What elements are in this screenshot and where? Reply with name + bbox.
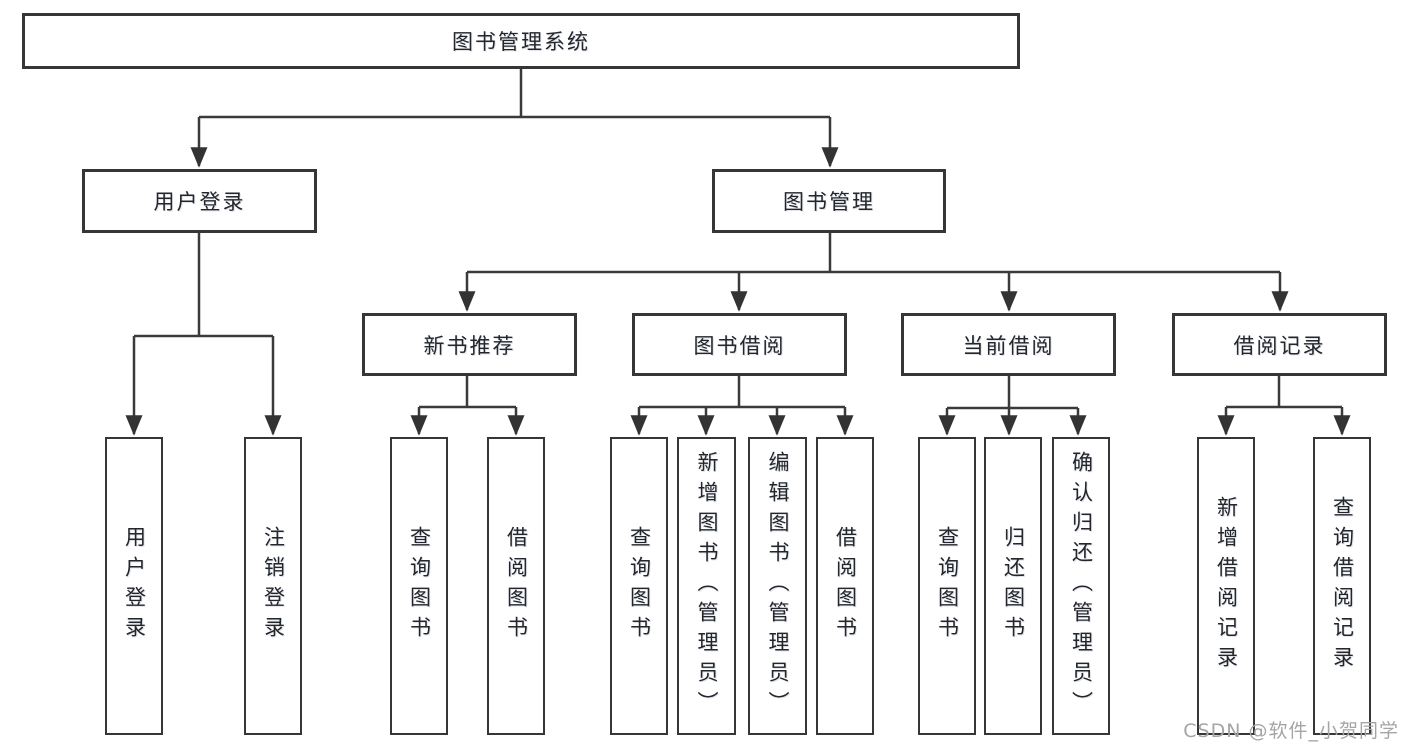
leaf-label: 查询借阅记录 <box>1330 496 1355 676</box>
leaf-label: 归还图书 <box>1001 526 1026 646</box>
leaf-bb-query-books: 查询图书 <box>610 437 668 735</box>
node-label: 用户登录 <box>153 190 246 214</box>
csdn-watermark: CSDN @软件_小贺同学 <box>1183 720 1399 742</box>
leaf-br-add-record: 新增借阅记录 <box>1197 437 1255 735</box>
leaf-label: 借阅图书 <box>504 526 529 646</box>
connector-user-login-branch <box>134 233 273 338</box>
node-new-book-recommend: 新书推荐 <box>362 313 577 376</box>
leaf-label: 查询图书 <box>407 526 432 646</box>
leaf-bb-add-books-admin: 新增图书（管理员） <box>677 437 736 735</box>
node-current-borrow: 当前借阅 <box>901 313 1116 376</box>
leaf-bb-edit-books-admin: 编辑图书（管理员） <box>748 437 807 735</box>
node-label: 图书管理系统 <box>452 30 590 54</box>
node-label: 图书借阅 <box>693 333 786 358</box>
leaf-nb-query-books: 查询图书 <box>390 437 448 735</box>
connector-current-borrow-branch <box>947 376 1078 410</box>
node-label: 图书管理 <box>783 190 875 214</box>
leaf-label: 新增图书（管理员） <box>695 451 719 721</box>
connector-borrow-records-branch <box>1226 376 1342 409</box>
leaf-user-login: 用户登录 <box>105 437 163 735</box>
leaf-label: 注销登录 <box>261 526 286 646</box>
leaf-bb-borrow-books: 借阅图书 <box>816 437 874 735</box>
connector-book-borrow-branch <box>639 376 845 409</box>
node-user-login: 用户登录 <box>82 169 317 233</box>
leaf-label: 编辑图书（管理员） <box>766 451 790 721</box>
leaf-label: 新增借阅记录 <box>1214 496 1239 676</box>
node-borrow-records: 借阅记录 <box>1172 313 1387 376</box>
leaf-cb-return-books: 归还图书 <box>984 437 1042 735</box>
leaf-nb-borrow-books: 借阅图书 <box>487 437 545 735</box>
node-library-management-system: 图书管理系统 <box>22 13 1020 69</box>
connector-new-book-branch <box>419 376 516 409</box>
leaf-label: 用户登录 <box>122 526 147 646</box>
connector-root-branch <box>199 69 830 119</box>
leaf-label: 确认归还（管理员） <box>1069 451 1094 721</box>
node-label: 新书推荐 <box>423 333 516 358</box>
leaf-label: 借阅图书 <box>833 526 858 646</box>
node-book-management: 图书管理 <box>712 169 946 233</box>
node-label: 当前借阅 <box>962 333 1055 358</box>
node-label: 借阅记录 <box>1233 333 1326 358</box>
connector-book-management-branch <box>467 233 1280 274</box>
leaf-label: 查询图书 <box>935 526 960 646</box>
leaf-br-query-record: 查询借阅记录 <box>1313 437 1371 735</box>
node-book-borrow: 图书借阅 <box>632 313 847 376</box>
leaf-label: 查询图书 <box>627 526 652 646</box>
leaf-cb-query-books: 查询图书 <box>918 437 976 735</box>
leaf-logout: 注销登录 <box>244 437 302 735</box>
leaf-cb-confirm-return-admin: 确认归还（管理员） <box>1052 437 1110 735</box>
